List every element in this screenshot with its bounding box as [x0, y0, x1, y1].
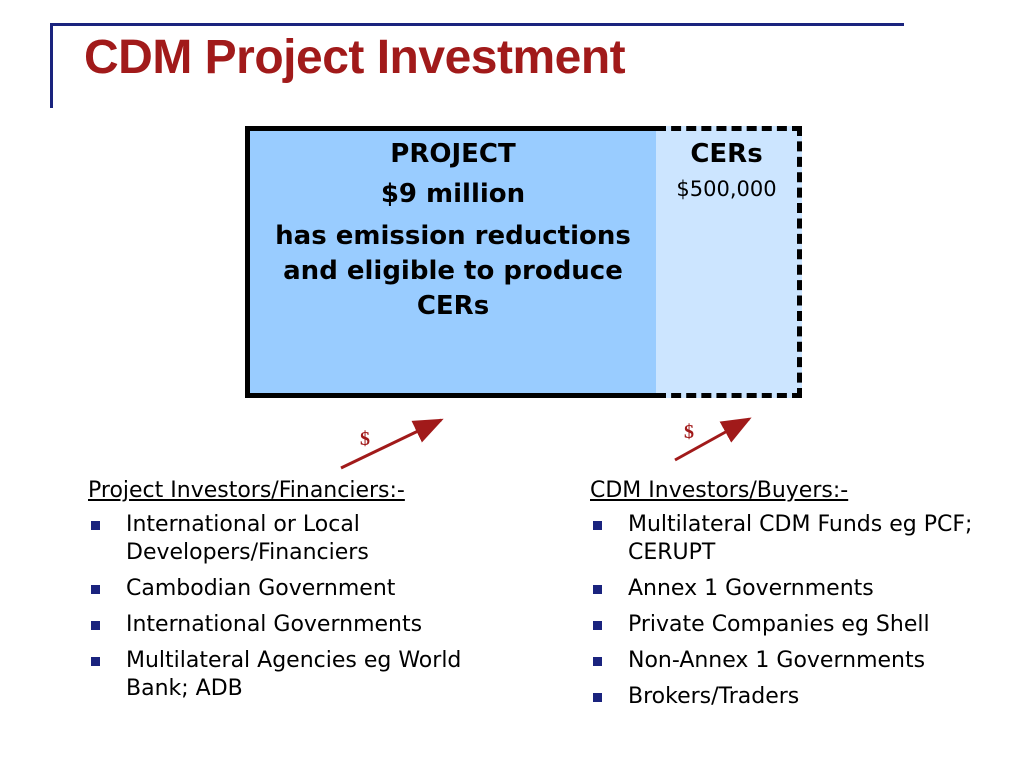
list-item: Brokers/Traders: [590, 683, 1000, 711]
list-item: Multilateral Agencies eg World Bank; ADB: [88, 647, 488, 703]
square-bullet-icon: [593, 585, 602, 594]
right-column: CDM Investors/Buyers:- Multilateral CDM …: [590, 478, 1000, 719]
project-description: has emission reductions and eligible to …: [275, 221, 631, 321]
square-bullet-icon: [91, 521, 100, 530]
list-item: Cambodian Government: [88, 575, 488, 603]
project-amount: $9 million: [380, 179, 526, 209]
list-item: International Governments: [88, 611, 488, 639]
square-bullet-icon: [91, 657, 100, 666]
cers-box: CERs $500,000: [656, 126, 802, 398]
right-column-heading: CDM Investors/Buyers:-: [590, 478, 849, 503]
square-bullet-icon: [593, 621, 602, 630]
right-arrow: [674, 417, 752, 462]
right-arrow-label: $: [684, 421, 694, 443]
cers-amount: $500,000: [676, 177, 777, 201]
list-item: Private Companies eg Shell: [590, 611, 1000, 639]
top-rule: [50, 23, 904, 26]
square-bullet-icon: [593, 521, 602, 530]
square-bullet-icon: [593, 657, 602, 666]
square-bullet-icon: [593, 693, 602, 702]
project-box: PROJECT $9 million has emission reductio…: [245, 126, 661, 398]
list-item: International or Local Developers/Financ…: [88, 511, 488, 567]
left-arrow: [340, 418, 444, 470]
cers-label: CERs: [690, 139, 763, 169]
left-column: Project Investors/Financiers:- Internati…: [88, 478, 488, 711]
list-item: Non-Annex 1 Governments: [590, 647, 1000, 675]
slide-title: CDM Project Investment: [84, 31, 626, 84]
list-item: Multilateral CDM Funds eg PCF; CERUPT: [590, 511, 1000, 567]
list-item: Annex 1 Governments: [590, 575, 1000, 603]
left-column-heading: Project Investors/Financiers:-: [88, 478, 405, 503]
square-bullet-icon: [91, 585, 100, 594]
project-label: PROJECT: [390, 139, 516, 169]
square-bullet-icon: [91, 621, 100, 630]
side-rule: [50, 23, 53, 108]
left-arrow-label: $: [360, 428, 370, 450]
